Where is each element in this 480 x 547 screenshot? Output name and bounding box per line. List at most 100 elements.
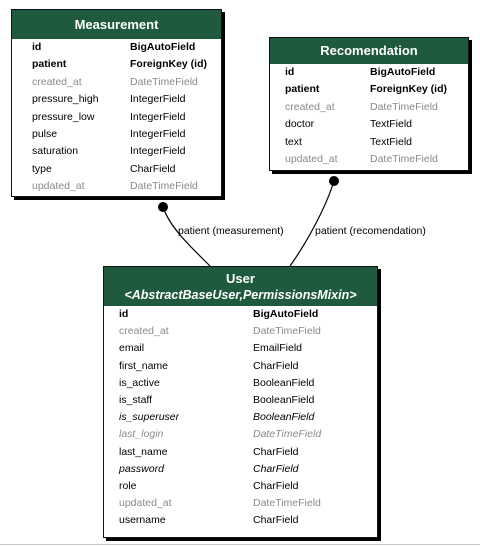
recomendation-header: Recomendation xyxy=(270,38,468,64)
field-type: CharField xyxy=(253,445,299,458)
field-row: pressure_high IntegerField xyxy=(32,91,221,108)
field-type: BigAutoField xyxy=(253,308,319,320)
field-name: created_at xyxy=(119,325,169,338)
field-row: role CharField xyxy=(119,478,377,495)
field-name: saturation xyxy=(32,145,79,158)
field-name: patient xyxy=(285,83,320,96)
field-row: is_superuser BooleanField xyxy=(119,409,377,426)
field-type: IntegerField xyxy=(130,110,186,123)
field-name: type xyxy=(32,162,52,175)
field-row: patient ForeignKey (id) xyxy=(285,81,468,98)
field-type: TextField xyxy=(370,118,413,131)
edge-recomendation-user xyxy=(289,180,335,267)
field-type: IntegerField xyxy=(130,127,186,140)
field-row: saturation IntegerField xyxy=(32,143,221,160)
field-type: ForeignKey (id) xyxy=(370,83,448,96)
field-type: BooleanField xyxy=(253,393,315,406)
field-row: text TextField xyxy=(285,134,468,151)
user-header: User <AbstractBaseUser,PermissionsMixin> xyxy=(104,267,377,306)
field-row: id BigAutoField xyxy=(119,306,377,323)
field-name: updated_at xyxy=(285,152,338,165)
field-name: last_name xyxy=(119,445,168,458)
field-type: CharField xyxy=(253,359,299,372)
field-type: DateTimeField xyxy=(253,428,322,441)
field-name: first_name xyxy=(119,359,169,372)
edge-recomendation-endpoint-dot xyxy=(329,176,339,186)
field-name: created_at xyxy=(32,75,82,88)
field-name: is_staff xyxy=(119,393,153,406)
field-type: CharField xyxy=(253,479,299,492)
field-type: DateTimeField xyxy=(130,75,198,88)
field-row: username CharField xyxy=(119,512,377,529)
field-row: updated_at DateTimeField xyxy=(285,151,468,168)
field-type: IntegerField xyxy=(130,93,186,106)
field-type: DateTimeField xyxy=(130,180,198,193)
field-type: DateTimeField xyxy=(253,497,321,510)
field-row: password CharField xyxy=(119,461,377,478)
field-row: created_at DateTimeField xyxy=(32,74,221,91)
field-name: pressure_high xyxy=(32,93,99,106)
field-row: pulse IntegerField xyxy=(32,126,221,143)
field-type: DateTimeField xyxy=(370,100,438,113)
field-row: is_staff BooleanField xyxy=(119,392,377,409)
field-name: text xyxy=(285,135,302,148)
field-type: BooleanField xyxy=(253,376,315,389)
field-row: is_active BooleanField xyxy=(119,375,377,392)
field-type: IntegerField xyxy=(130,145,186,158)
user-model-box: User <AbstractBaseUser,PermissionsMixin>… xyxy=(103,266,378,538)
field-row: first_name CharField xyxy=(119,358,377,375)
field-row: updated_at DateTimeField xyxy=(32,178,221,195)
field-row: updated_at DateTimeField xyxy=(119,495,377,512)
field-row: patient ForeignKey (id) xyxy=(32,56,221,73)
field-type: CharField xyxy=(253,462,299,475)
edge-label-measurement: patient (measurement) xyxy=(178,225,284,237)
measurement-title: Measurement xyxy=(74,17,159,32)
field-type: DateTimeField xyxy=(253,325,321,338)
bottom-divider xyxy=(0,544,480,545)
field-row: last_name CharField xyxy=(119,444,377,461)
edge-measurement-endpoint-dot xyxy=(158,202,168,212)
field-type: CharField xyxy=(130,162,176,175)
field-name: username xyxy=(119,514,166,527)
field-type: ForeignKey (id) xyxy=(130,58,208,71)
field-name: patient xyxy=(32,58,67,71)
field-type: TextField xyxy=(370,135,413,148)
measurement-header: Measurement xyxy=(12,10,221,39)
field-type: CharField xyxy=(253,514,299,527)
field-name: id xyxy=(119,308,129,320)
field-name: is_superuser xyxy=(119,411,180,424)
recomendation-title: Recomendation xyxy=(320,43,418,58)
field-row: created_at DateTimeField xyxy=(119,323,377,340)
field-name: doctor xyxy=(285,118,315,131)
user-base-classes: <AbstractBaseUser,PermissionsMixin> xyxy=(124,288,357,302)
field-row: doctor TextField xyxy=(285,116,468,133)
field-type: BooleanField xyxy=(253,411,315,424)
field-name: role xyxy=(119,479,137,492)
field-name: updated_at xyxy=(119,497,172,510)
user-title: User xyxy=(226,271,255,286)
field-name: is_active xyxy=(119,376,160,389)
field-type: DateTimeField xyxy=(370,152,438,165)
field-row: type CharField xyxy=(32,161,221,178)
field-type: EmailField xyxy=(253,342,303,355)
field-name: pulse xyxy=(32,127,58,140)
edge-label-recomendation: patient (recomendation) xyxy=(315,225,426,237)
field-name: id xyxy=(285,66,295,78)
edge-measurement-user xyxy=(162,206,211,267)
field-name: id xyxy=(32,41,42,53)
field-name: password xyxy=(119,462,164,475)
field-name: updated_at xyxy=(32,180,85,193)
